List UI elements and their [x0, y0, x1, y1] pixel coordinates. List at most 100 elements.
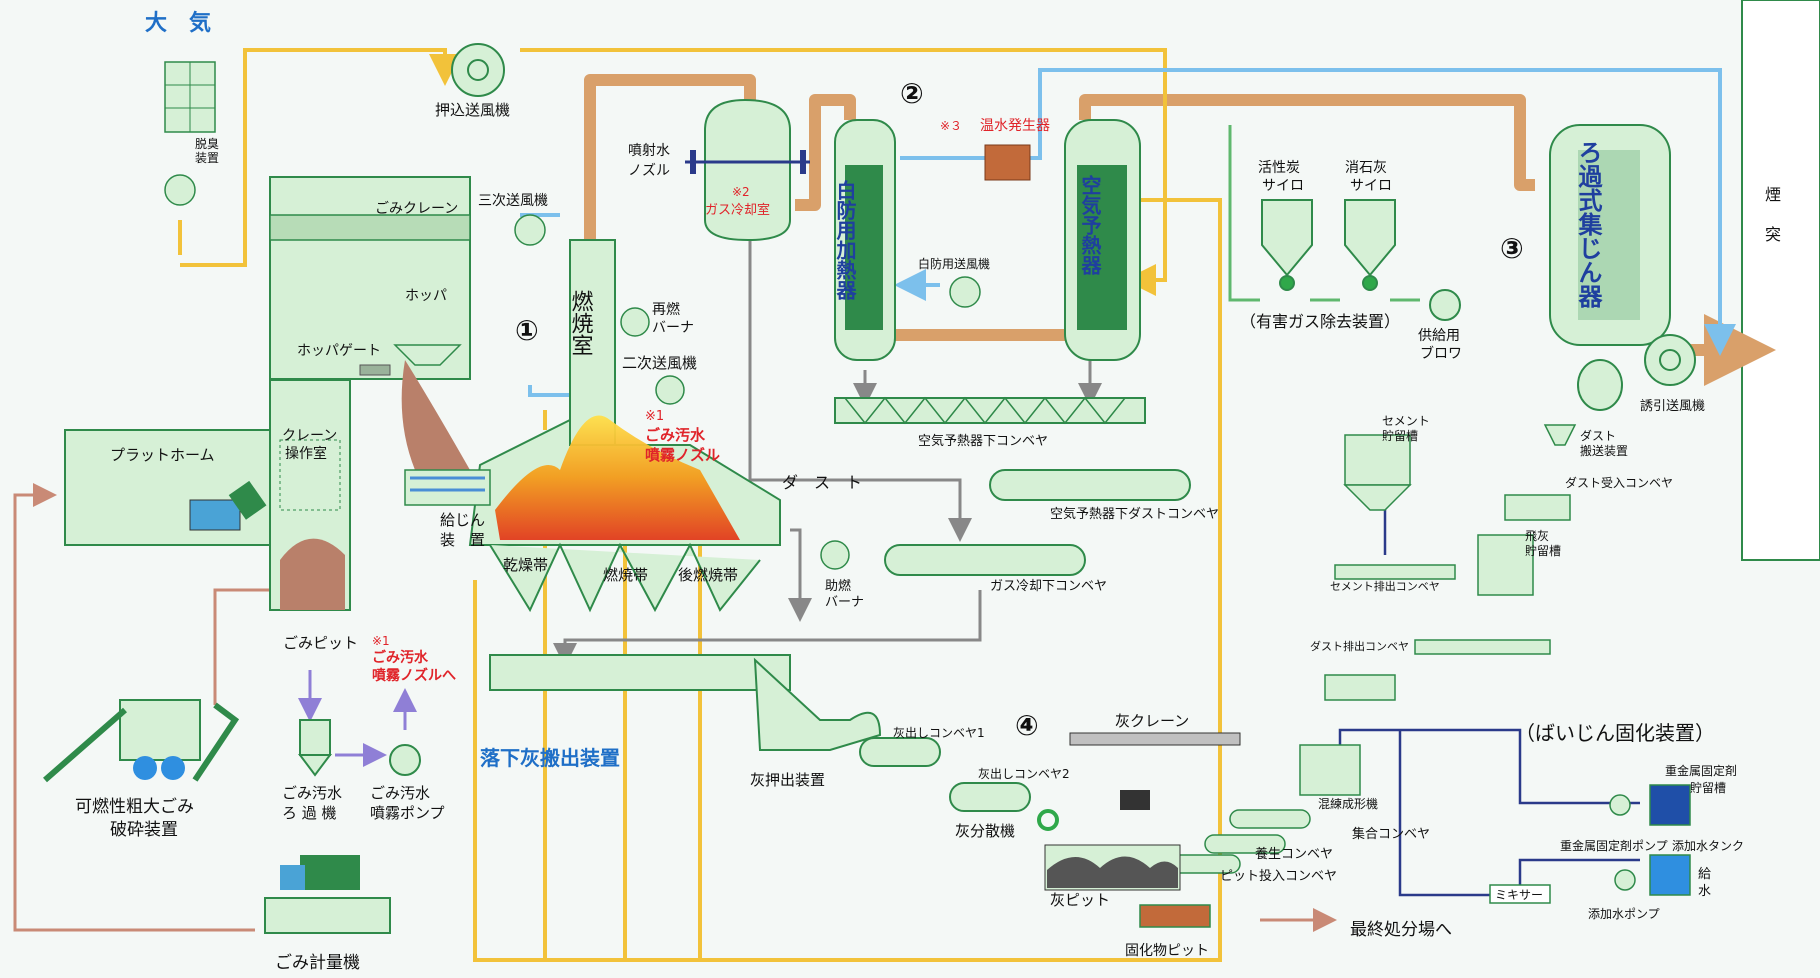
label-solidify: （ばいじん固化装置）	[1515, 721, 1715, 745]
label-cement-tank-2: 貯留槽	[1382, 429, 1418, 443]
label-dust-discharge: ダスト排出コンベヤ	[1310, 639, 1409, 653]
label-ash-pit: 灰ピット	[1050, 891, 1110, 909]
label-heavy-metal-1: 重金属固定剤	[1665, 763, 1737, 778]
label-ash-conv2: 灰出しコンベヤ2	[978, 767, 1070, 781]
label-induced-fan: 誘引送風機	[1640, 399, 1705, 414]
label-hopper: ホッパ	[405, 288, 447, 304]
labels: 大 気 脱臭 装置 押込送風機 ごみクレーン 三次送風機 噴射水 ノズル ※2 …	[75, 10, 1781, 973]
label-feed-water-2: 水	[1698, 884, 1711, 899]
waste-scale	[264, 855, 391, 934]
label-water-pump: 添加水ポンプ	[1588, 907, 1660, 921]
label-supply-blower-2: ブロワ	[1420, 345, 1462, 362]
plume-fan	[949, 276, 981, 308]
label-drop-ash: 落下灰搬出装置	[480, 746, 620, 770]
label-plume-fan: 白防用送風機	[918, 256, 990, 271]
label-activated-carbon-1: 活性炭	[1258, 160, 1300, 176]
silos	[1261, 199, 1461, 321]
label-supply-blower-1: 供給用	[1418, 328, 1460, 344]
label-pit-input-conv: ピット投入コンベヤ	[1220, 868, 1337, 884]
forced-draft-fan	[451, 43, 505, 97]
plume-prevention-heater	[834, 119, 896, 361]
label-ash-spreader: 灰分散機	[955, 822, 1015, 840]
label-activated-carbon-2: サイロ	[1262, 178, 1304, 194]
label-reburn-burner-1: 再燃	[652, 301, 680, 318]
label-combustion-chamber: 燃焼室	[568, 290, 594, 356]
label-deodorizer-2: 装置	[195, 151, 219, 165]
label-waste-water-nozzle-1: ごみ汚水	[645, 426, 706, 444]
chimney	[1741, 0, 1820, 561]
label-ww-filter-1: ごみ汚水	[282, 784, 342, 802]
air-lines	[178, 48, 1222, 962]
label-cure-conv: 養生コンベヤ	[1255, 846, 1333, 862]
label-burning-zone: 燃焼帯	[603, 566, 648, 584]
label-heavy-metal-2: 貯留槽	[1690, 781, 1726, 795]
label-ww-pump-1: ごみ汚水	[370, 784, 430, 802]
auxiliary-fans	[514, 214, 850, 570]
label-waste-water-nozzle-2: 噴霧ノズル	[645, 446, 720, 464]
label-forced-fan: 押込送風機	[435, 101, 510, 119]
label-water-tank: 添加水タンク	[1672, 839, 1744, 853]
dust-lines	[553, 240, 1102, 667]
solidification-equipment	[1139, 424, 1691, 928]
label-ash-crane: 灰クレーン	[1115, 712, 1189, 730]
label-deodorizer-1: 脱臭	[195, 136, 219, 151]
label-lime-2: サイロ	[1350, 178, 1392, 194]
label-note1: ※1	[645, 409, 664, 424]
label-ww-filter-2: ろ 過 機	[282, 804, 337, 822]
label-ash-extruder: 灰押出装置	[750, 771, 825, 789]
label-ap-conveyor: 空気予熱器下コンベヤ	[918, 433, 1048, 449]
label-to-nozzle-2: 噴霧ノズルへ	[372, 667, 456, 684]
label-secondary-fan: 二次送風機	[622, 354, 697, 372]
label-drying-zone: 乾燥帯	[503, 556, 548, 574]
label-number-4: ④	[1015, 709, 1039, 742]
ash-handling	[1037, 732, 1241, 891]
label-air-preheater: 空気予熱器	[1078, 174, 1102, 276]
label-chimney-1: 煙	[1765, 185, 1781, 204]
label-after-burning-zone: 後燃焼帯	[678, 566, 738, 584]
label-number-3: ③	[1500, 232, 1524, 265]
label-crane: ごみクレーン	[375, 201, 458, 217]
label-note3: ※３	[940, 119, 962, 133]
label-pit: ごみピット	[283, 634, 358, 652]
label-final-disposal: 最終処分場へ	[1350, 920, 1452, 940]
label-to-nozzle-1: ごみ汚水	[372, 649, 429, 666]
label-ww-pump-2: 噴霧ポンプ	[370, 804, 445, 822]
solidification-lines	[1338, 490, 1640, 897]
label-collect-conv: 集合コンベヤ	[1352, 826, 1430, 842]
gas-removal-lines	[1228, 125, 1420, 302]
label-crane-room-1: クレーン	[282, 428, 337, 444]
label-solid-pit: 固化物ピット	[1125, 943, 1209, 959]
label-bag-filter: ろ過式集じん器	[1574, 140, 1603, 308]
platform	[64, 429, 341, 546]
label-mixer: ミキサー	[1495, 888, 1543, 902]
label-feed-water-1: 給	[1698, 867, 1711, 882]
label-dust-transport-2: 搬送装置	[1580, 443, 1628, 458]
label-aux-burner-1: 助燃	[825, 578, 851, 594]
label-ash-conv1: 灰出しコンベヤ1	[893, 726, 985, 740]
label-feeder-1: 給じん	[440, 511, 485, 529]
label-number-1: ①	[515, 314, 539, 347]
label-to-nozzle-note: ※1	[372, 634, 390, 648]
label-crusher-1: 可燃性粗大ごみ	[75, 797, 194, 817]
label-dust: ダ ス ト	[782, 473, 862, 492]
label-cement-conv: セメント排出コンベヤ	[1330, 579, 1440, 593]
label-dust-receive: ダスト受入コンベヤ	[1565, 475, 1673, 490]
label-aux-burner-2: バーナ	[825, 595, 864, 610]
label-dust-transport-1: ダスト	[1580, 428, 1616, 443]
label-atmosphere: 大 気	[145, 10, 211, 36]
gas-cooler	[685, 98, 810, 242]
label-gc-conveyor: ガス冷却下コンベヤ	[990, 579, 1107, 594]
label-crane-room-2: 操作室	[285, 445, 327, 462]
label-ap-dust-conveyor: 空気予熱器下ダストコンベヤ	[1050, 506, 1219, 522]
deodorizer	[164, 61, 216, 206]
label-harmful-gas: （有害ガス除去装置）	[1240, 312, 1400, 331]
label-reburn-burner-2: バーナ	[652, 320, 694, 336]
label-crusher-2: 破砕装置	[110, 820, 178, 840]
conveyor-hatching	[844, 396, 1126, 425]
label-hot-water: 温水発生器	[980, 118, 1050, 134]
label-tertiary-fan: 三次送風機	[478, 193, 548, 209]
wastewater-lines	[298, 670, 417, 767]
screw-conveyors	[834, 397, 1191, 812]
